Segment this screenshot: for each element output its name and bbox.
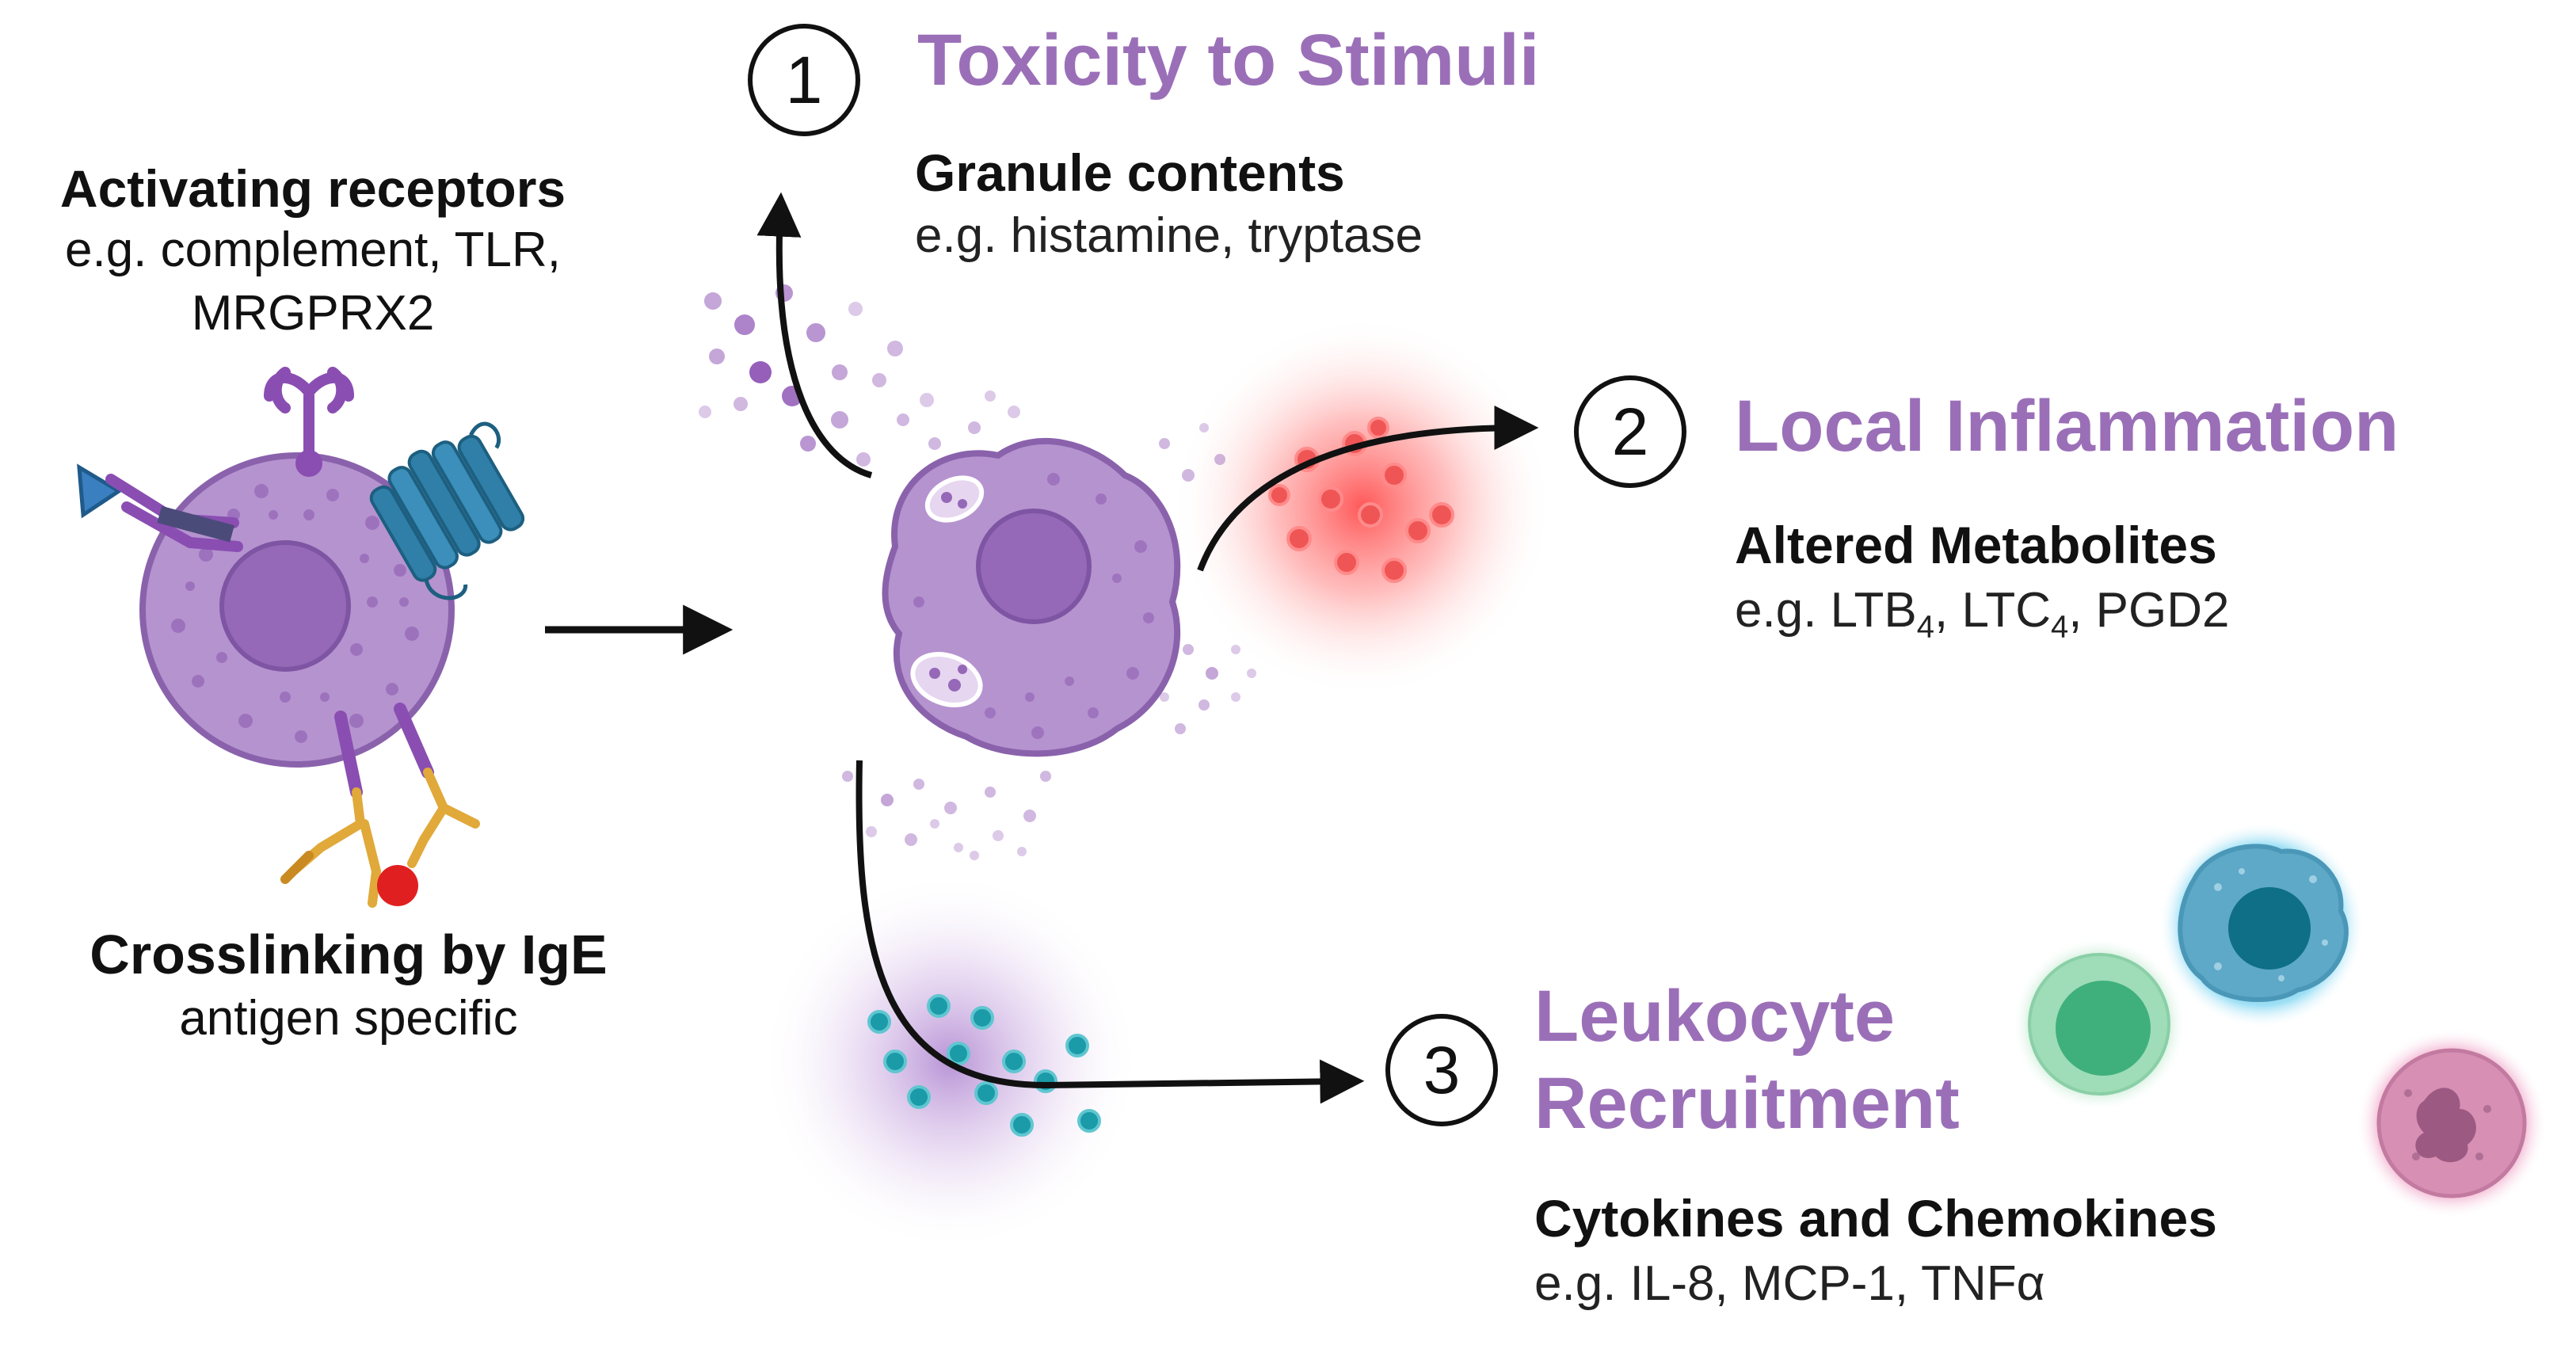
eosinophil-icon xyxy=(2357,1028,2547,1218)
antigen-icon xyxy=(377,865,418,906)
outcome-3-heading-line2: Recruitment xyxy=(1534,1063,1960,1144)
monocyte-icon xyxy=(2159,822,2365,1028)
chemokine-dots xyxy=(867,994,1101,1137)
activating-receptors-title: Activating receptors xyxy=(59,159,566,218)
lymphocyte-icon xyxy=(2012,937,2186,1111)
arrow-to-toxicity xyxy=(756,192,873,478)
ige-antibody-icon xyxy=(280,703,480,908)
complement-receptor-icon xyxy=(264,367,354,477)
arrow-to-recruitment xyxy=(855,760,1365,1104)
mrgprx2-gpcr-icon xyxy=(369,421,525,600)
outcome-2-examples-sub1: 4 xyxy=(1916,609,1934,645)
outcome-1-examples: e.g. histamine, tryptase xyxy=(915,208,1423,263)
outcome-3-heading-line1: Leukocyte xyxy=(1534,976,1896,1057)
crosslinking-subtitle: antigen specific xyxy=(179,991,518,1046)
outcome-2-subtitle: Altered Metabolites xyxy=(1735,516,2217,574)
outcome-2-examples-suffix: , PGD2 xyxy=(2068,583,2230,638)
crosslinking-title: Crosslinking by IgE xyxy=(90,924,608,985)
outcome-1-subtitle: Granule contents xyxy=(915,143,1345,202)
outcome-1-heading: Toxicity to Stimuli xyxy=(917,20,1540,101)
activating-receptors-examples-line1: e.g. complement, TLR, xyxy=(64,223,562,277)
degranulating-mast-cell-icon xyxy=(882,437,1181,757)
outcome-2-examples-sub2: 4 xyxy=(2050,609,2069,645)
outcome-2-examples-prefix: e.g. LTB xyxy=(1735,583,1917,638)
outcome-2-examples: e.g. LTB4, LTC4, PGD2 xyxy=(1735,582,2230,645)
outcome-2-number: 2 xyxy=(1574,375,1686,488)
granule-release-dots xyxy=(699,284,1020,467)
outcome-1-number: 1 xyxy=(748,24,860,136)
granule-release-dots-right xyxy=(1159,423,1256,734)
granule-release-dots-bottom xyxy=(842,771,1051,860)
outcome-3-examples: e.g. IL-8, MCP-1, TNFα xyxy=(1534,1256,2045,1311)
outcome-3-number: 3 xyxy=(1385,1014,1498,1126)
arrow-to-inflammation xyxy=(1197,406,1539,572)
outcome-2-examples-mid: , LTC xyxy=(1934,583,2051,638)
tlr-receptor-icon xyxy=(77,463,243,552)
outcome-3-subtitle: Cytokines and Chemokines xyxy=(1534,1189,2217,1248)
lipid-mediator-dots xyxy=(1268,417,1454,583)
activating-receptors-examples-line2: MRGPRX2 xyxy=(191,286,435,341)
outcome-2-heading: Local Inflammation xyxy=(1735,386,2399,467)
